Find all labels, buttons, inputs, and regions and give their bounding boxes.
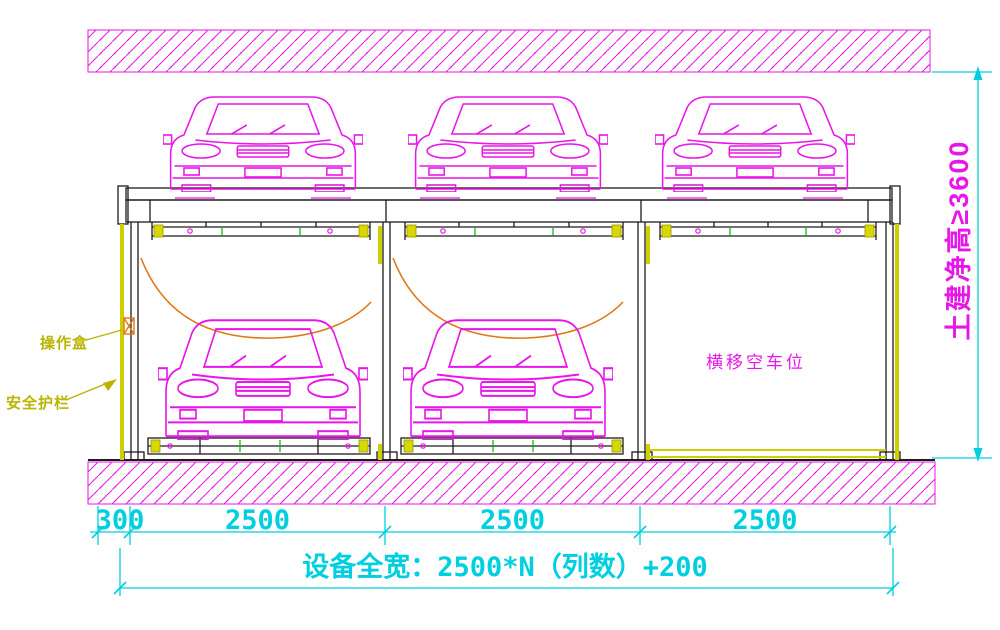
floor-slab-hatch [87, 461, 936, 505]
steel-structure [88, 185, 935, 461]
total-width-formula: 设备全宽：2500*N（列数）+200 [302, 552, 708, 583]
car-icon [408, 96, 608, 192]
safety-rail-label: 安全护栏 [6, 395, 71, 412]
label-leaders [65, 329, 123, 401]
shuttle-empty-space-label: 横移空车位 [706, 353, 806, 372]
operation-box-label: 操作盒 [40, 335, 89, 352]
shuttle-position-rails [650, 449, 886, 458]
dimension-bay1: 2500 [224, 505, 291, 536]
upper-cars [163, 96, 855, 192]
green-accents [221, 228, 807, 452]
operation-box-icon [123, 317, 135, 335]
ceiling-slab-hatch [87, 29, 931, 73]
car-icon [163, 96, 363, 192]
dimension-300: 300 [95, 505, 145, 536]
dimension-lines [90, 66, 992, 596]
power-cables [140, 257, 624, 339]
yellow-posts [120, 224, 899, 460]
dimension-bay3: 2500 [732, 505, 798, 536]
car-icon [655, 96, 855, 192]
dimension-bay2: 2500 [479, 505, 546, 536]
clear-height-label: 土建净高≥3600 [944, 139, 974, 341]
mechanism-accents [167, 197, 843, 449]
lower-cars [158, 319, 613, 440]
